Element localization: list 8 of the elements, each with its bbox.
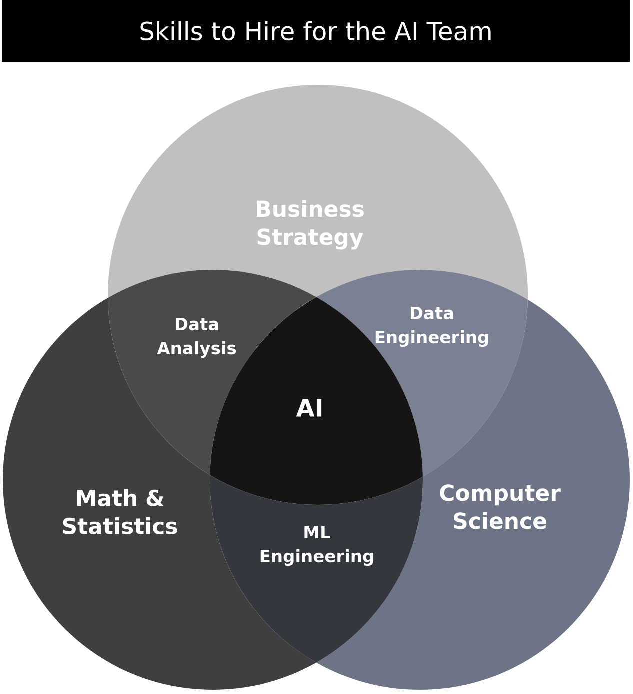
circle-label: Business Strategy [257,200,364,250]
region-label: Data Engineering [376,306,488,348]
circle-label: Math & Statistics [63,489,178,535]
region-label: AI [296,399,322,417]
circle-label: Computer Science [440,484,561,530]
title-bar: Skills to Hire for the AI Team [2,0,630,62]
region-label: Data Analysis [157,318,236,358]
region-label: ML Engineering [260,526,374,566]
